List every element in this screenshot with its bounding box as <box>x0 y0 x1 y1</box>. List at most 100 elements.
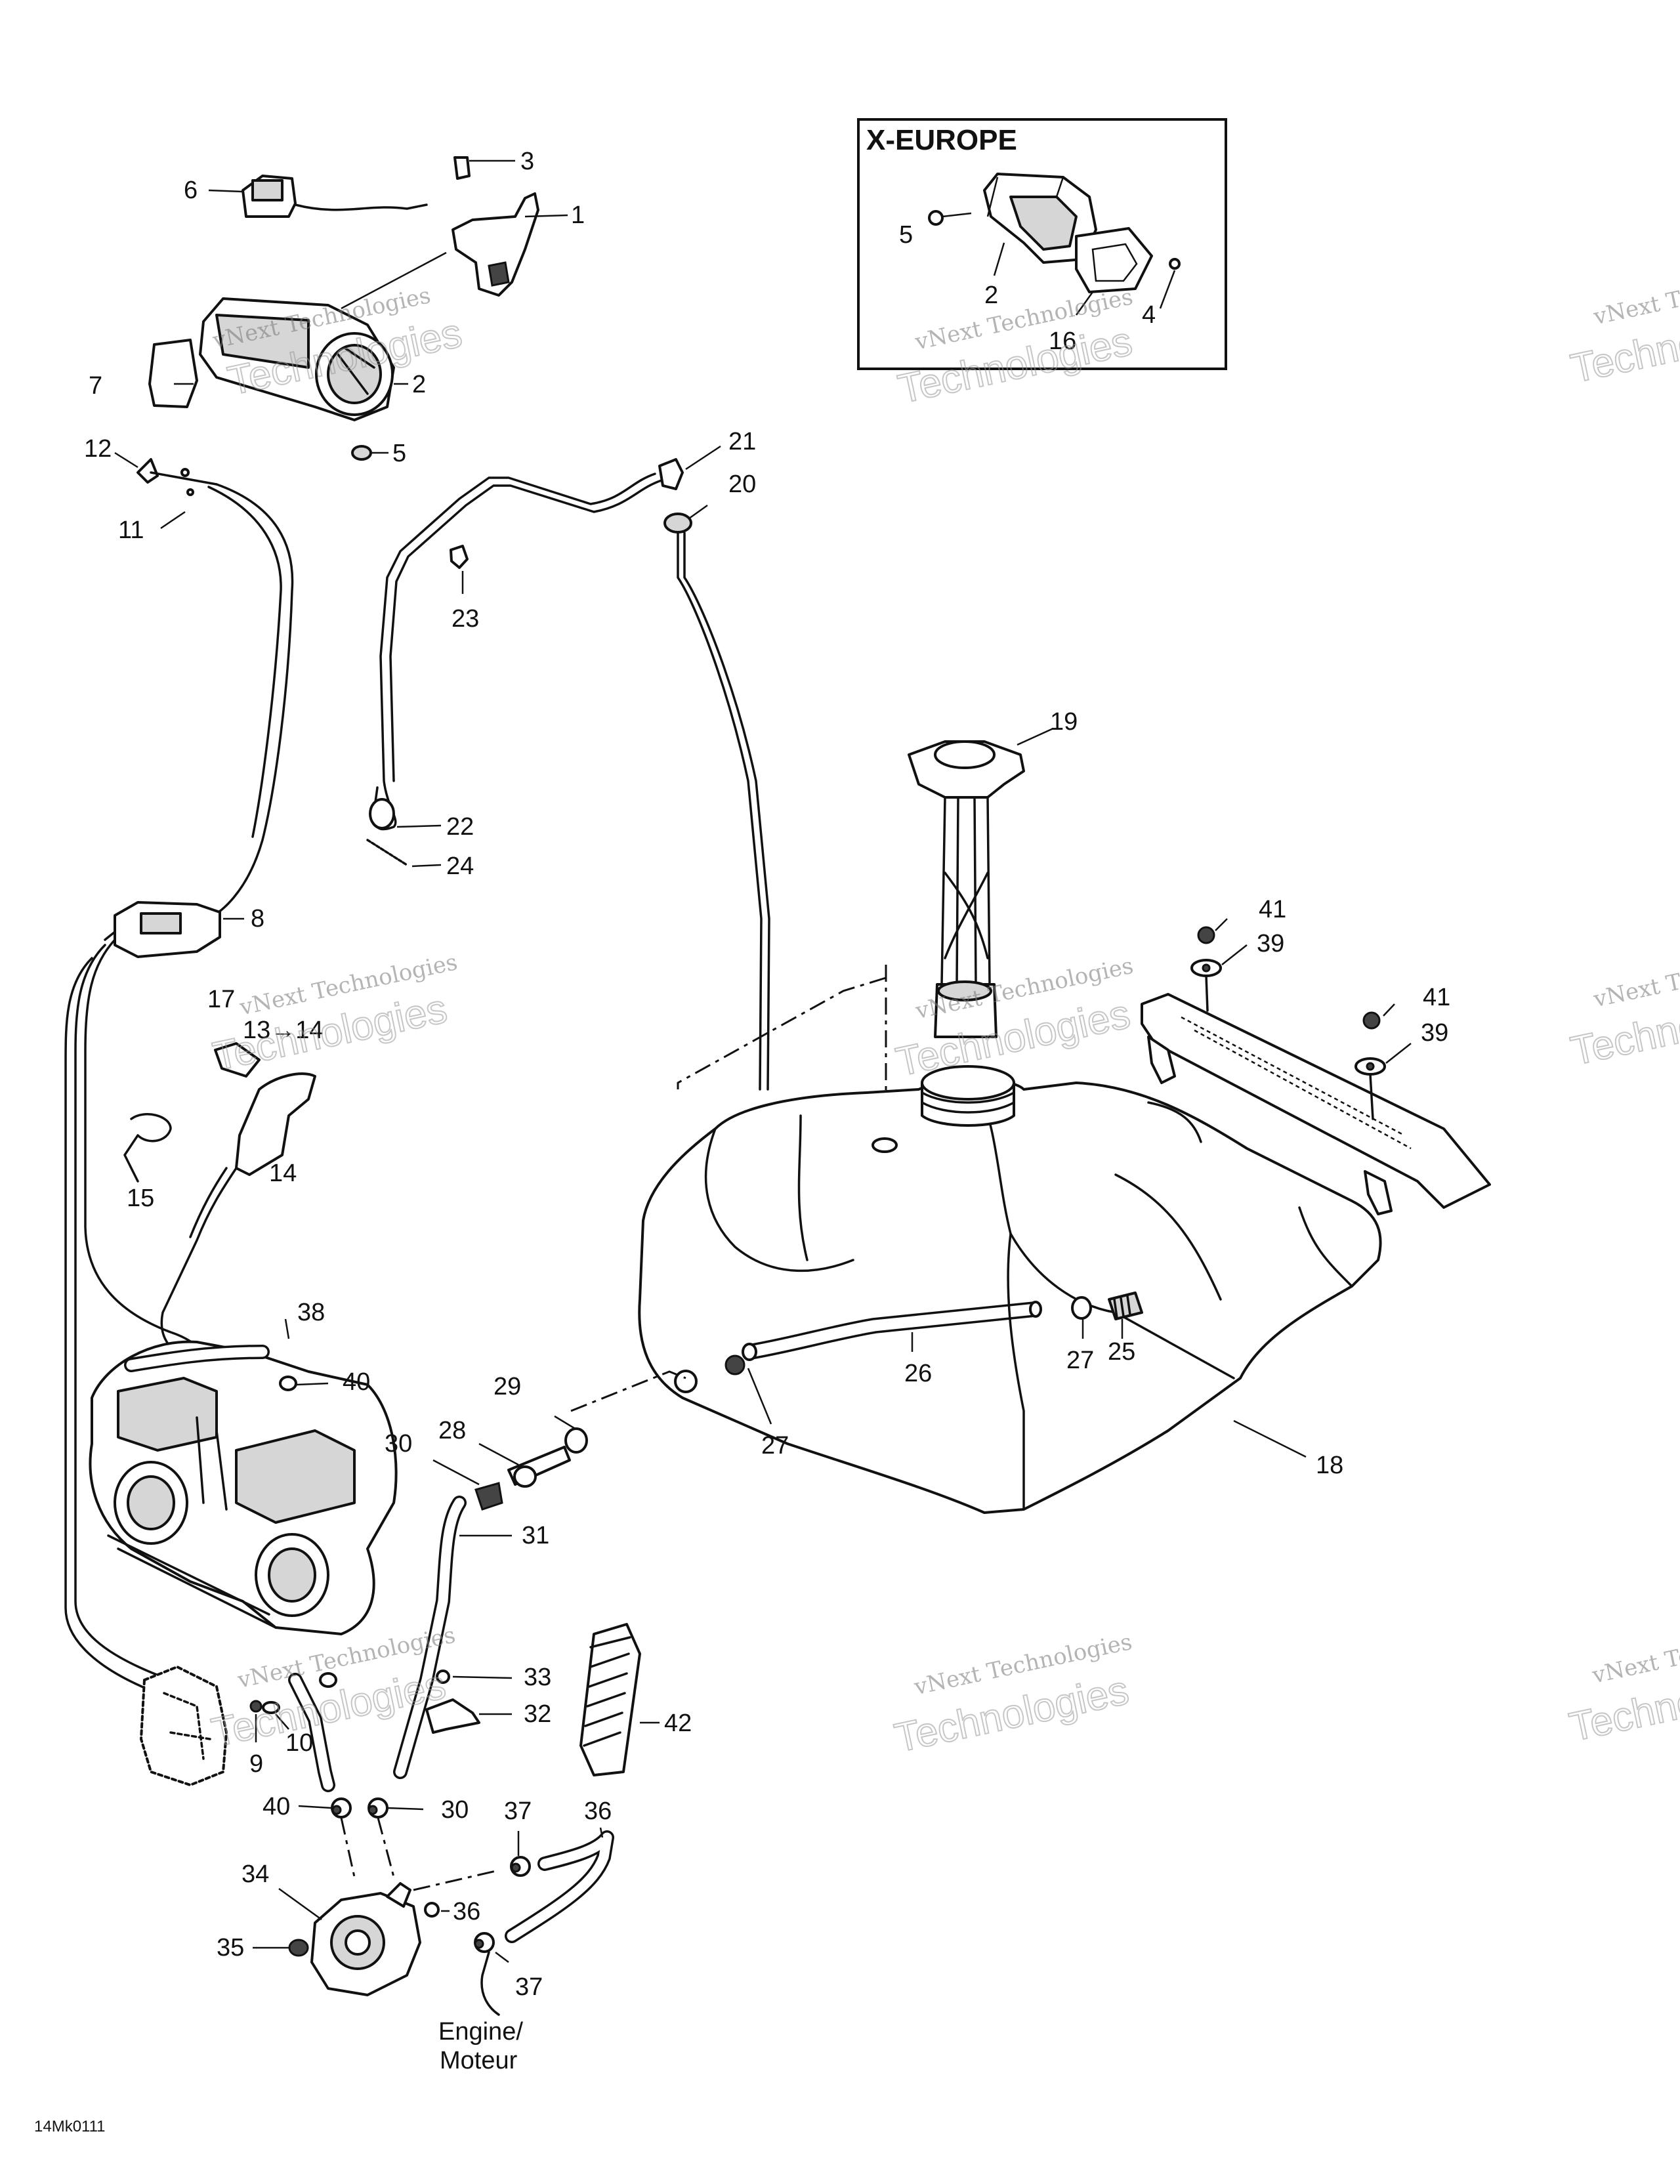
callout-27-a: 27 <box>761 1432 789 1460</box>
fuel-pump <box>288 1869 499 1996</box>
bracket-nut-b <box>1362 1011 1381 1030</box>
fitting-grommet <box>564 1427 588 1454</box>
pump-outlet-hose <box>474 1830 614 2016</box>
callout-5: 5 <box>392 440 406 467</box>
callout-39-a: 39 <box>1257 930 1284 957</box>
watermarks: vNext Technologies Technologies vNext Te… <box>207 259 1680 1762</box>
inset-callout-16: 16 <box>1049 327 1076 355</box>
screw-top <box>453 156 471 180</box>
elbow-fitting <box>658 458 684 490</box>
svg-text:vNext Technologies: vNext Technologies <box>1591 259 1680 331</box>
callout-34: 34 <box>242 1860 269 1888</box>
svg-text:vNext Technologies: vNext Technologies <box>1591 941 1680 1013</box>
engine-label-line2: Moteur <box>440 2047 518 2074</box>
watermark-4: vNext Technologies Technologies <box>209 949 460 1080</box>
callout-38: 38 <box>297 1299 325 1326</box>
callout-41-a: 41 <box>1259 896 1286 923</box>
throttle-housing-group <box>136 156 539 496</box>
callout-28: 28 <box>438 1417 466 1444</box>
callout-39-b: 39 <box>1421 1019 1448 1047</box>
x-europe-inset: X-EUROPE <box>857 118 1227 370</box>
callout-2: 2 <box>412 371 426 398</box>
fuel-line-22 <box>366 458 692 866</box>
inset-callout-5: 5 <box>899 221 913 249</box>
wire-harness-b <box>74 944 172 1681</box>
inset-callout-2: 2 <box>984 282 998 309</box>
leader-lines <box>114 159 1412 1963</box>
inset-screw <box>1169 258 1181 270</box>
callout-22: 22 <box>446 813 474 841</box>
pump-screw <box>288 1939 309 1957</box>
housing-nut <box>351 445 372 461</box>
housing-cover <box>148 339 198 408</box>
callout-42: 42 <box>664 1710 692 1737</box>
callout-33: 33 <box>524 1664 551 1691</box>
lower-clamps <box>331 1797 395 1878</box>
figure-code: 14Mk0111 <box>34 2118 106 2135</box>
callout-32: 32 <box>524 1700 551 1728</box>
inset-frame <box>857 118 1227 370</box>
callout-24: 24 <box>446 852 474 880</box>
callout-41-b: 41 <box>1423 984 1450 1011</box>
watermark-5: vNext Technologies Technologies <box>892 953 1136 1086</box>
primer <box>235 1072 316 1176</box>
callout-27-b: 27 <box>1066 1347 1094 1374</box>
callout-13-14: 13→14 <box>243 1017 324 1044</box>
inset-title: X-EUROPE <box>866 124 1017 156</box>
callout-30-a: 30 <box>385 1430 412 1458</box>
watermark-3: vNext Technologies Technologies <box>1566 259 1680 392</box>
callout-8: 8 <box>251 905 264 933</box>
spring <box>366 839 408 866</box>
callout-36-b: 36 <box>453 1898 480 1925</box>
fuel-tank <box>638 1065 1382 1514</box>
callout-11: 11 <box>118 516 144 544</box>
callout-12: 12 <box>84 435 112 463</box>
callout-18: 18 <box>1316 1452 1343 1479</box>
callout-numbers: 3 1 6 2 7 5 12 11 21 20 23 19 22 24 8 17… <box>84 148 1450 2001</box>
oil-injection-pump <box>140 1666 228 1786</box>
callout-20: 20 <box>728 471 756 498</box>
bracket-nut-a <box>1197 926 1215 944</box>
engine-label: Engine/ Moteur <box>438 2018 523 2074</box>
wire-harness-a <box>84 938 209 1379</box>
callout-31: 31 <box>522 1522 549 1549</box>
callout-1: 1 <box>571 201 585 229</box>
spiral-wrap <box>579 1623 641 1776</box>
callout-35: 35 <box>217 1934 244 1962</box>
callout-23: 23 <box>452 605 479 633</box>
callout-40-b: 40 <box>262 1793 290 1820</box>
callout-37-a: 37 <box>504 1797 532 1825</box>
callout-40-a: 40 <box>343 1368 370 1396</box>
inset-callout-4: 4 <box>1142 301 1156 329</box>
tank-strap-bracket <box>1141 926 1491 1215</box>
engine-label-line1: Engine/ <box>438 2018 523 2046</box>
callout-19: 19 <box>1050 708 1078 736</box>
callout-25: 25 <box>1108 1338 1135 1366</box>
throttle-lever <box>452 192 539 297</box>
watermark-7: vNext Technologies Technologies <box>207 1622 458 1757</box>
primer-line <box>160 1167 238 1366</box>
callout-15: 15 <box>127 1185 154 1212</box>
tank-outlet-fitting <box>474 1370 686 1511</box>
grommet <box>663 513 692 534</box>
cable-pin <box>186 488 194 496</box>
watermark-8: vNext Technologies Technologies <box>890 1629 1134 1762</box>
callout-26: 26 <box>904 1360 932 1387</box>
cable-tie <box>123 1113 172 1183</box>
primer-nut <box>214 1042 261 1078</box>
callout-36-a: 36 <box>584 1797 612 1825</box>
callout-30-b: 30 <box>441 1796 469 1824</box>
fuel-cap-sender <box>908 740 1025 1038</box>
cable-end <box>136 458 159 484</box>
carburetor-assembly <box>89 1340 398 1688</box>
watermark-9: vNext Technologies Technologies <box>1565 1617 1680 1751</box>
callout-7: 7 <box>89 372 102 400</box>
watermark-6: vNext Technologies Technologies <box>1566 941 1680 1075</box>
vent-line <box>677 532 763 1091</box>
clip <box>450 545 469 569</box>
callout-9: 9 <box>249 1750 263 1778</box>
callout-3: 3 <box>520 148 534 175</box>
callout-6: 6 <box>184 177 198 204</box>
svg-text:vNext Technologies: vNext Technologies <box>1589 1617 1680 1689</box>
